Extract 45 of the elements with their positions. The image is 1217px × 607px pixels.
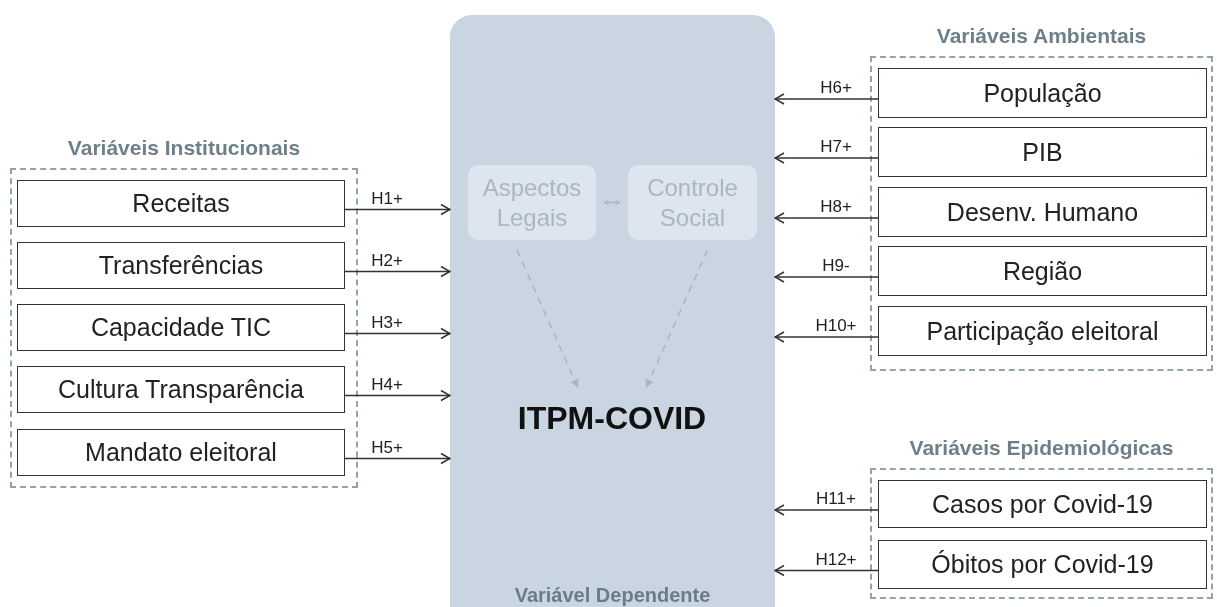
variable-box — [17, 180, 345, 227]
box-label: Capacidade TIC — [90, 313, 272, 342]
arrow — [603, 199, 621, 206]
panel-heading: Variável Dependente — [513, 584, 712, 607]
box-label: Desenv. Humano — [946, 197, 1139, 227]
arrow — [774, 504, 879, 516]
variable-box — [17, 429, 345, 476]
box-label: Óbitos por Covid-19 — [931, 550, 1154, 579]
outcome-label: ITPM-COVID — [517, 399, 707, 437]
box-label: Participação eleitoral — [926, 316, 1159, 346]
arrow — [774, 152, 879, 164]
arrow — [774, 271, 879, 283]
arrow — [774, 331, 879, 343]
arrow — [344, 389, 451, 402]
dependent-variable-panel — [450, 15, 775, 607]
box-label: População — [983, 78, 1102, 108]
arrow — [774, 212, 879, 224]
dashed-arrow — [516, 249, 579, 389]
box-label: Região — [1002, 256, 1083, 286]
variable-box — [878, 480, 1207, 528]
box-label: Receitas — [132, 189, 230, 218]
group-heading: Variáveis Ambientais — [935, 24, 1148, 48]
arrow — [344, 452, 451, 465]
dashed-arrow — [645, 249, 709, 389]
variable-box — [17, 304, 345, 351]
group-heading: Variáveis Institucionais — [66, 136, 302, 160]
variable-box — [17, 242, 345, 289]
variable-box — [878, 187, 1207, 237]
box-label: Mandato eleitoral — [85, 438, 277, 467]
group-heading: Variáveis Epidemiológicas — [908, 436, 1175, 460]
arrow — [344, 203, 451, 216]
box-label: Transferências — [98, 251, 264, 280]
variable-box — [878, 127, 1207, 177]
variable-box — [878, 246, 1207, 296]
arrow — [344, 265, 451, 278]
variable-box — [878, 306, 1207, 356]
variable-box — [878, 540, 1207, 589]
arrow — [774, 93, 879, 105]
variable-box — [878, 68, 1207, 118]
box-label: Casos por Covid-19 — [932, 489, 1153, 519]
box-label: PIB — [1022, 137, 1063, 167]
arrow — [344, 327, 451, 340]
box-label: Cultura Transparência — [58, 375, 304, 404]
arrow — [774, 564, 879, 577]
variable-box — [17, 366, 345, 413]
